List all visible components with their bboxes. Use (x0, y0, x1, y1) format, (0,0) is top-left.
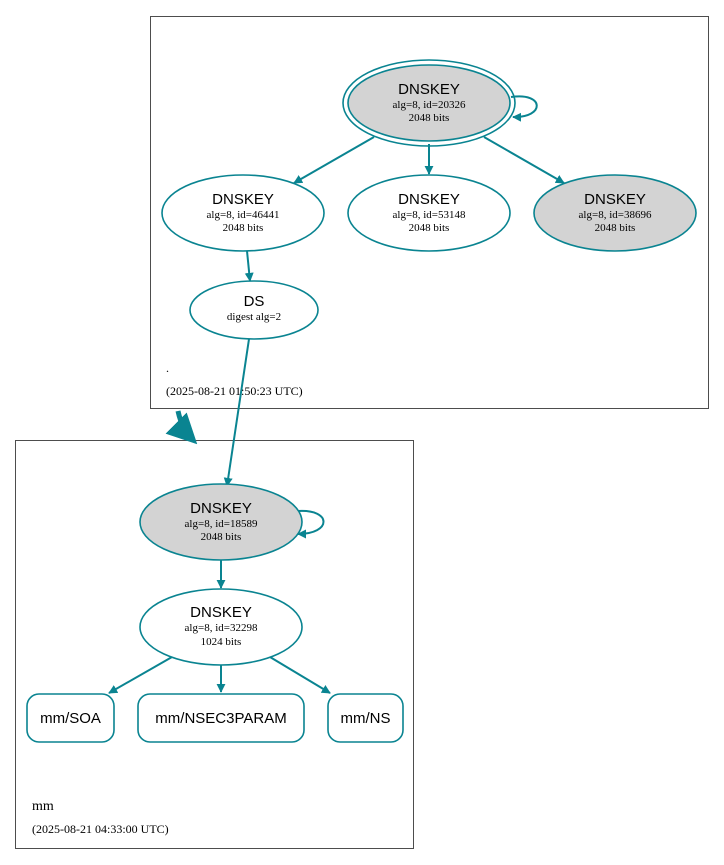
node-detail: alg=8, id=53148 (393, 209, 466, 221)
node-dnskey-32298: DNSKEY alg=8, id=32298 1024 bits (139, 588, 303, 666)
node-detail: alg=8, id=18589 (185, 518, 258, 530)
node-size: 2048 bits (595, 222, 636, 234)
mm-zone-timestamp: (2025-08-21 04:33:00 UTC) (32, 822, 169, 836)
node-dnskey-18589: DNSKEY alg=8, id=18589 2048 bits (139, 483, 303, 561)
node-dnskey-46441: DNSKEY alg=8, id=46441 2048 bits (161, 174, 325, 252)
rrset-mm-ns: mm/NS (327, 693, 404, 743)
rrset-label: mm/SOA (40, 710, 101, 727)
edge-ksk-self-loop (510, 95, 538, 122)
node-title: DNSKEY (584, 191, 646, 208)
edge-46441-to-ds (244, 250, 254, 282)
rrset-label: mm/NSEC3PARAM (155, 710, 286, 727)
root-zone-timestamp: (2025-08-21 01:50:23 UTC) (166, 384, 303, 398)
root-zone-box (150, 16, 709, 409)
node-size: 2048 bits (409, 112, 450, 124)
node-size: 2048 bits (201, 531, 242, 543)
edge-zsk-to-soa (108, 656, 173, 694)
root-zone-name: . (166, 361, 169, 375)
delegation-arrow (165, 410, 198, 445)
edge-zsk-to-ns (269, 656, 331, 694)
edge-ksk-to-38696 (483, 136, 565, 184)
node-detail: digest alg=2 (227, 311, 281, 323)
node-size: 2048 bits (409, 222, 450, 234)
node-dnskey-53148: DNSKEY alg=8, id=53148 2048 bits (347, 174, 511, 252)
edges (108, 95, 565, 694)
node-dnskey-20326: DNSKEY alg=8, id=20326 2048 bits (342, 59, 516, 147)
node-title: DNSKEY (212, 191, 274, 208)
node-title: DS (244, 293, 265, 310)
node-title: DNSKEY (190, 500, 252, 517)
mm-zone-name: mm (32, 799, 54, 814)
node-size: 1024 bits (201, 636, 242, 648)
node-dnskey-38696: DNSKEY alg=8, id=38696 2048 bits (533, 174, 697, 252)
rrset-mm-soa: mm/SOA (26, 693, 115, 743)
node-detail: alg=8, id=46441 (207, 209, 280, 221)
node-detail: alg=8, id=32298 (185, 622, 258, 634)
node-size: 2048 bits (223, 222, 264, 234)
edge-ds-to-mm-ksk (223, 338, 250, 487)
node-detail: alg=8, id=38696 (579, 209, 652, 221)
node-title: DNSKEY (190, 604, 252, 621)
node-title: DNSKEY (398, 81, 460, 98)
rrset-mm-nsec3param: mm/NSEC3PARAM (137, 693, 305, 743)
node-detail: alg=8, id=20326 (393, 99, 466, 111)
mm-zone-box (15, 440, 414, 849)
node-title: DNSKEY (398, 191, 460, 208)
node-ds: DS digest alg=2 (189, 280, 319, 340)
edge-mm-ksk-self-loop (297, 509, 325, 539)
rrset-label: mm/NS (341, 710, 391, 727)
edge-ksk-to-46441 (293, 136, 375, 184)
